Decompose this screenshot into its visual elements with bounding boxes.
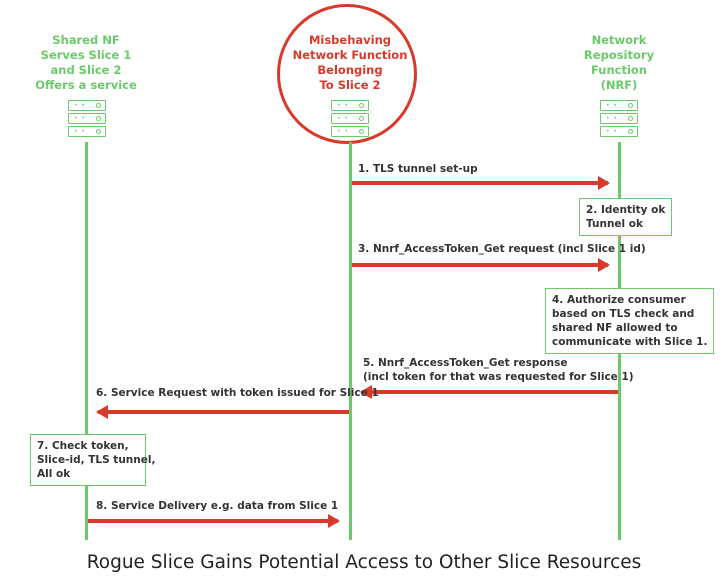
actor-label-nrf: Network Repository Function (NRF) <box>539 33 699 93</box>
server-rack-icon: • • • • • • <box>600 100 638 139</box>
note-line: Tunnel ok <box>586 218 644 230</box>
note-2: 2. Identity ok Tunnel ok <box>579 198 673 236</box>
actor-label-line: Belonging <box>317 63 383 77</box>
message-6-label: 6. Service Request with token issued for… <box>96 386 379 400</box>
actor-label-shared-nf: Shared NF Serves Slice 1 and Slice 2 Off… <box>6 33 166 93</box>
server-rack-icon: • • • • • • <box>331 100 369 139</box>
note-line: 7. Check token, <box>37 440 129 452</box>
actor-label-line: and Slice 2 <box>50 63 122 77</box>
message-3-label: 3. Nnrf_AccessToken_Get request (incl Sl… <box>358 242 646 256</box>
note-line: based on TLS check and <box>552 308 695 320</box>
message-label-line: 8. Service Delivery e.g. data from Slice… <box>96 500 339 512</box>
note-line: All ok <box>37 468 71 480</box>
message-label-line: 5. Nnrf_AccessToken_Get response <box>363 357 568 369</box>
note-7: 7. Check token, Slice-id, TLS tunnel, Al… <box>30 434 156 486</box>
server-rack-icon: • • • • • • <box>68 100 106 139</box>
actor-label-line: Serves Slice 1 <box>40 48 132 62</box>
actor-label-line: To Slice 2 <box>319 78 381 92</box>
message-5-label: 5. Nnrf_AccessToken_Get response (incl t… <box>363 356 634 384</box>
actor-label-rogue-nf: Misbehaving Network Function Belonging T… <box>270 33 430 93</box>
actor-label-line: (NRF) <box>600 78 638 92</box>
actor-label-line: Network <box>591 33 647 47</box>
actor-label-line: Offers a service <box>35 78 137 92</box>
message-label-line: 3. Nnrf_AccessToken_Get request (incl Sl… <box>358 243 646 255</box>
note-line: shared NF allowed to <box>552 322 678 334</box>
message-5-arrow <box>360 385 618 399</box>
message-8-arrow <box>88 514 340 528</box>
lifeline-shared-nf <box>85 142 88 540</box>
note-4: 4. Authorize consumer based on TLS check… <box>545 288 715 354</box>
message-8-label: 8. Service Delivery e.g. data from Slice… <box>96 499 338 513</box>
message-label-line: 1. TLS tunnel set-up <box>358 163 478 175</box>
lifeline-rogue-nf <box>349 142 352 540</box>
message-3-arrow <box>352 258 610 272</box>
actor-label-line: Shared NF <box>52 33 120 47</box>
rogue-highlight-circle <box>277 4 417 144</box>
note-line: 2. Identity ok <box>586 204 666 216</box>
actor-label-line: Function <box>590 63 647 77</box>
message-1-arrow <box>352 176 610 190</box>
note-line: Slice-id, TLS tunnel, <box>37 454 156 466</box>
message-6-arrow <box>96 405 349 419</box>
actor-label-line: Repository <box>583 48 655 62</box>
message-label-line: (incl token for that was requested for S… <box>363 371 634 383</box>
note-line: 4. Authorize consumer <box>552 294 686 306</box>
message-1-label: 1. TLS tunnel set-up <box>358 162 478 176</box>
note-line: communicate with Slice 1. <box>552 336 708 348</box>
actor-label-line: Misbehaving <box>308 33 392 47</box>
actor-label-line: Network Function <box>292 48 408 62</box>
diagram-caption: Rogue Slice Gains Potential Access to Ot… <box>86 552 642 573</box>
message-label-line: 6. Service Request with token issued for… <box>96 387 379 399</box>
